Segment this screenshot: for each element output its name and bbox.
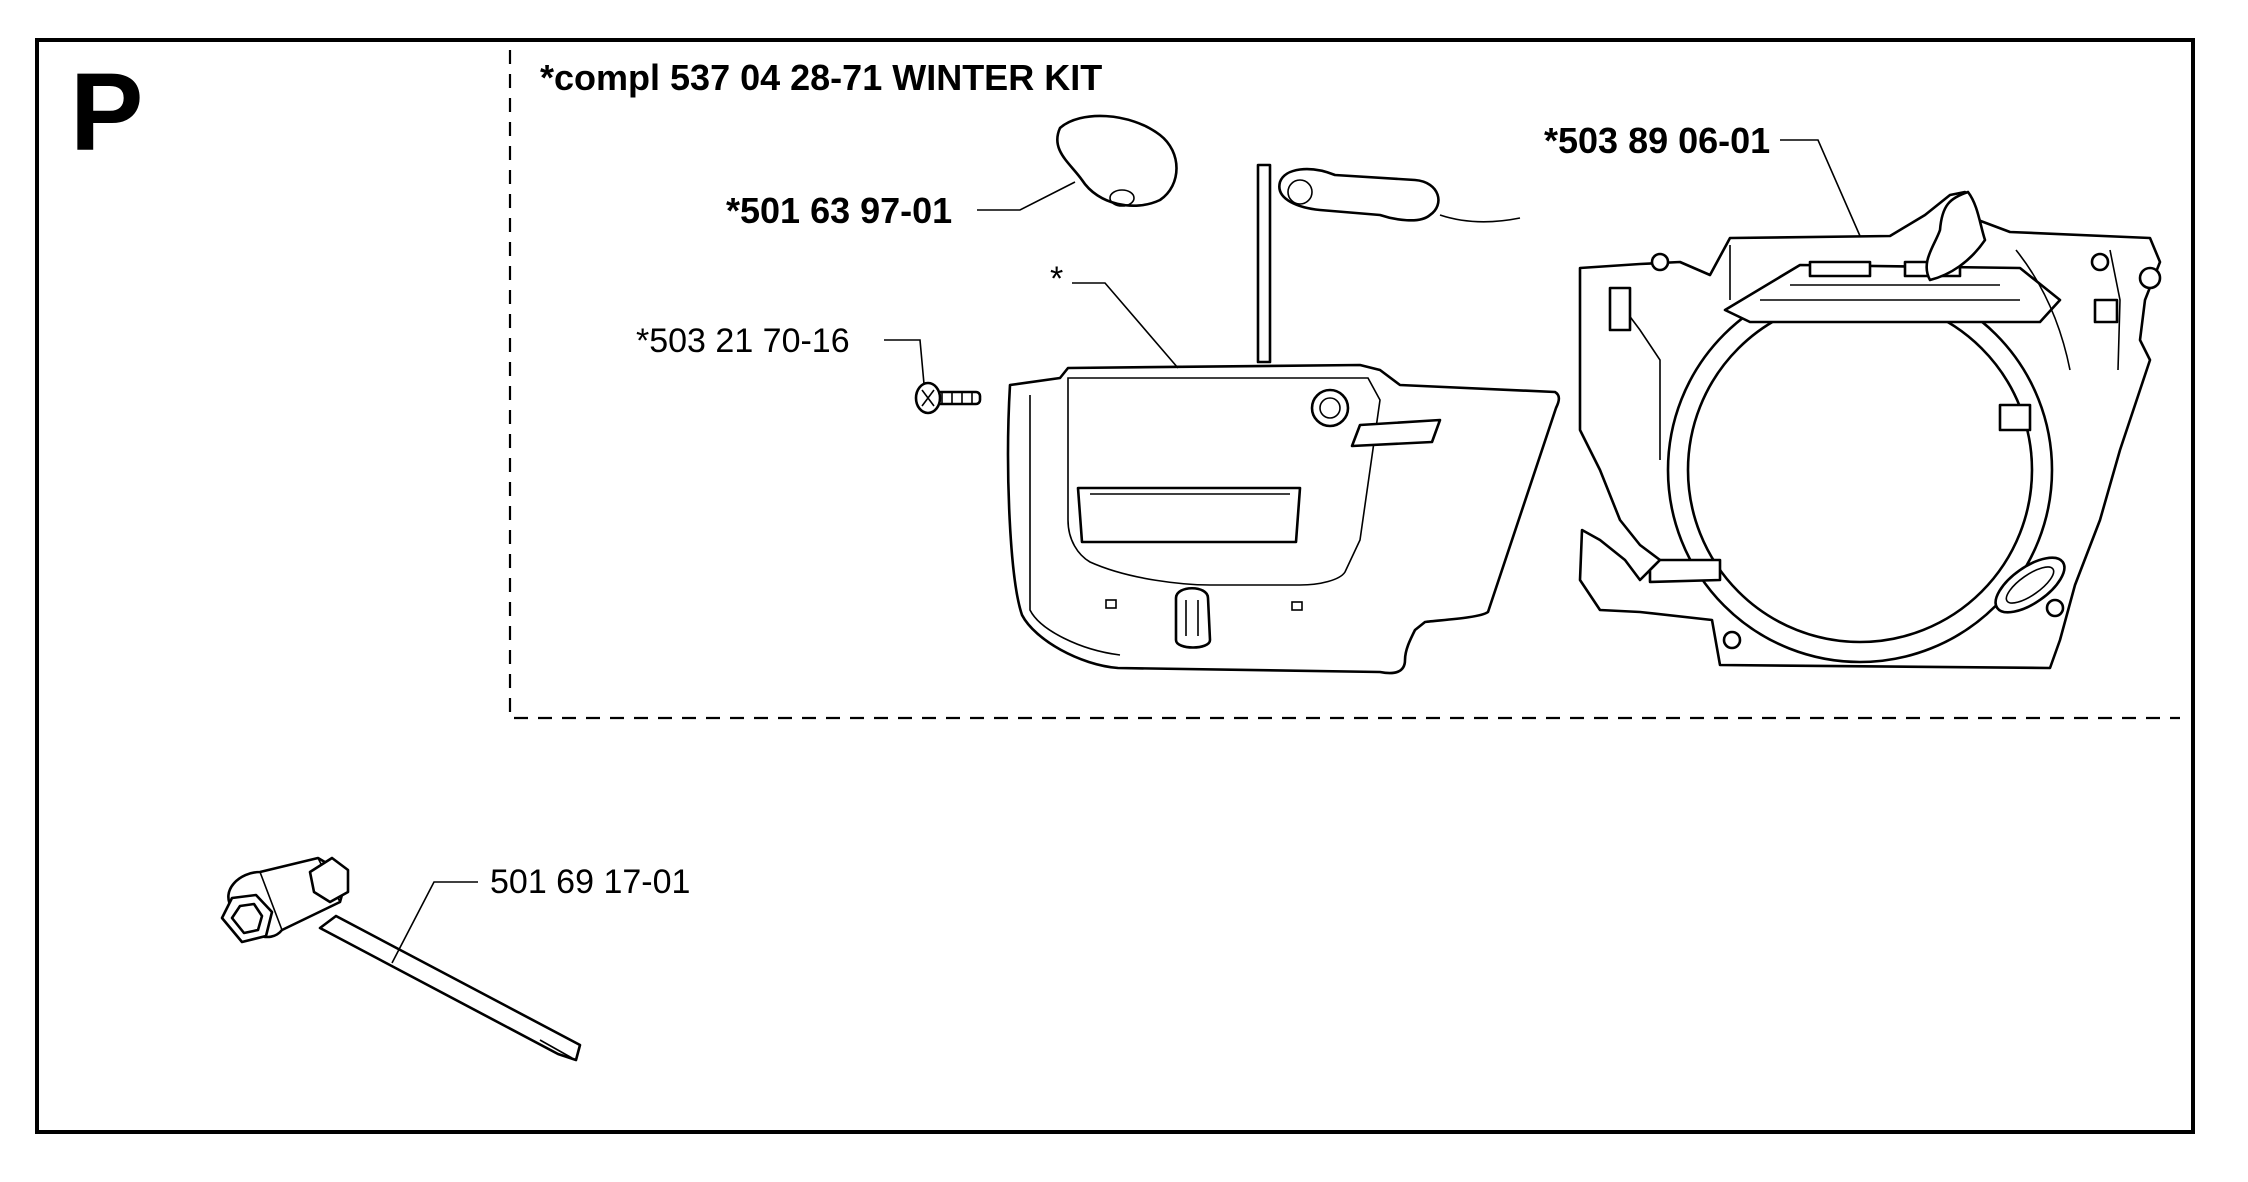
tool-part (220, 856, 582, 1062)
screw-part (914, 381, 982, 415)
cover-part (1006, 163, 1561, 675)
kit-label: *compl 537 04 28-71 WINTER KIT (540, 57, 1102, 98)
leader-plug-cap (977, 181, 1076, 211)
kit-dashed-boundary (508, 50, 2180, 720)
leader-housing (1780, 139, 1861, 237)
leader-cover (1072, 282, 1179, 369)
part-number-tool: 501 69 17-01 (490, 863, 690, 901)
section-letter: P (70, 51, 143, 174)
leader-tool (391, 881, 478, 964)
housing-part (1578, 190, 2162, 670)
leader-screw (884, 339, 925, 385)
diagram-frame (35, 38, 2195, 1134)
part-number-housing: *503 89 06-01 (1544, 120, 1770, 161)
part-number-plug-cap: *501 63 97-01 (726, 190, 952, 231)
part-number-screw: *503 21 70-16 (636, 322, 850, 360)
part-number-cover: * (1050, 260, 1063, 298)
plug-cap-part (1056, 114, 1178, 207)
